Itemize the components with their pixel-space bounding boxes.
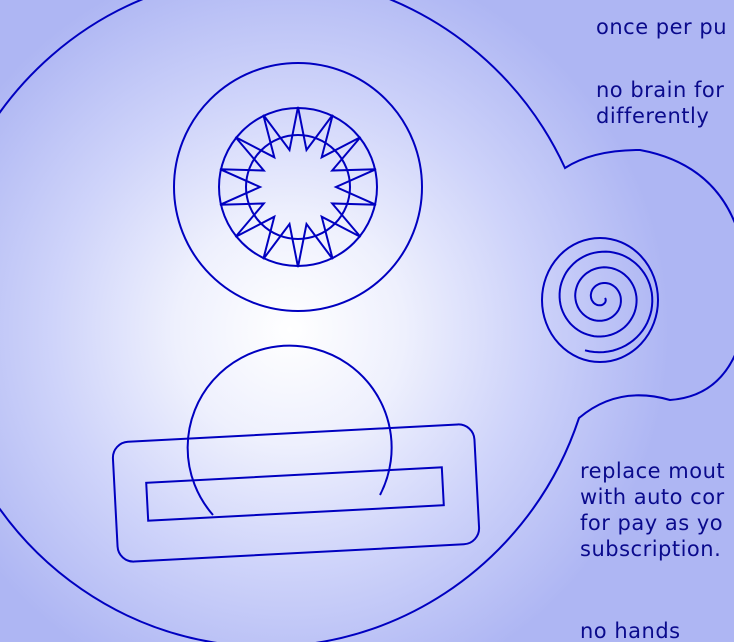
spiral-ear-icon bbox=[558, 250, 654, 354]
eye bbox=[173, 62, 423, 312]
starburst-eye-icon bbox=[219, 106, 377, 268]
eye-socket bbox=[173, 62, 423, 312]
ear bbox=[541, 237, 659, 363]
note-brain: no brain for differently bbox=[596, 78, 725, 128]
note-mouth: replace mout with auto cor for pay as yo… bbox=[580, 459, 726, 561]
mouth-outer-slot bbox=[111, 423, 481, 563]
eye-pupil bbox=[245, 134, 351, 240]
eye-iris bbox=[218, 107, 378, 267]
note-top: once per pu bbox=[596, 15, 727, 39]
mouth-inner-slot bbox=[145, 466, 445, 522]
ear-outline bbox=[541, 237, 659, 363]
note-hands: no hands bbox=[580, 619, 681, 642]
